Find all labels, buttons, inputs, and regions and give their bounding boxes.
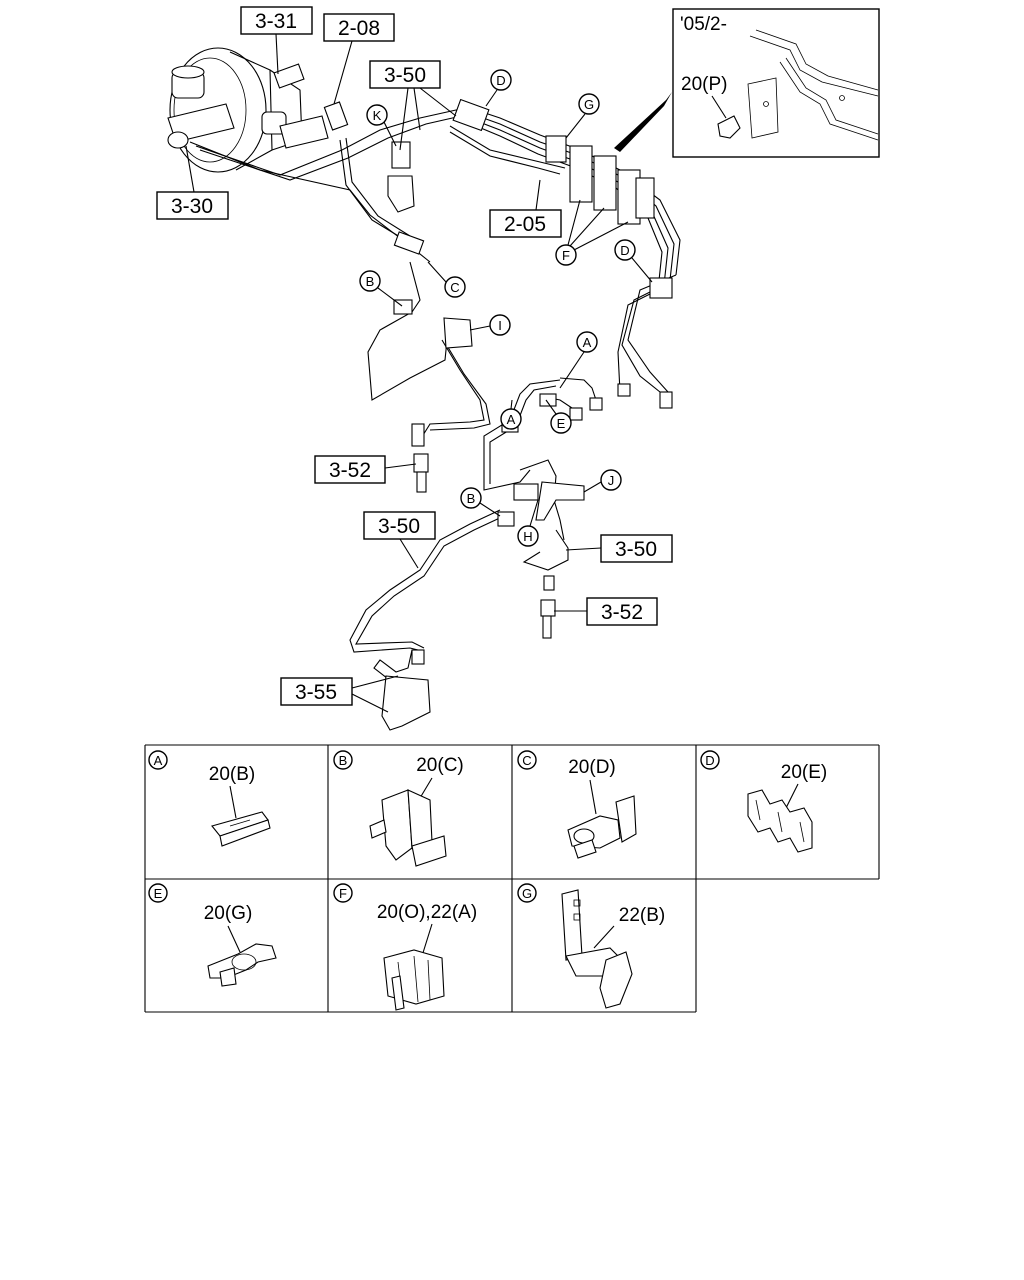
pipe-clips xyxy=(381,98,673,731)
panel-letter: B xyxy=(339,753,348,768)
ref-label-3-30: 3-30 xyxy=(156,145,229,220)
panel-letter: E xyxy=(154,886,163,901)
ref-label-3-50-mid: 3-50 xyxy=(363,511,436,569)
ref-label-text: 3-55 xyxy=(295,681,337,704)
callout-letter: H xyxy=(523,529,532,544)
callout-letter: B xyxy=(467,491,476,506)
detail-panel-b: B 20(C) xyxy=(333,750,464,867)
callout-c: C xyxy=(427,261,466,298)
callout-d-right: D xyxy=(614,239,653,283)
callout-a-right: A xyxy=(559,331,598,389)
inset-date-label: '05/2- xyxy=(680,14,727,35)
callout-f: F xyxy=(555,199,629,266)
ref-label-2-08: 2-08 xyxy=(323,13,395,105)
panel-part-label: 20(D) xyxy=(568,757,616,778)
detail-table xyxy=(144,744,880,1013)
ref-label-text: 3-52 xyxy=(329,459,371,482)
panel-letter: C xyxy=(522,753,531,768)
ref-label-2-05: 2-05 xyxy=(489,179,562,238)
panel-part-label: 22(B) xyxy=(619,905,665,926)
ref-label-text: 2-05 xyxy=(504,213,546,236)
ref-label-text: 3-52 xyxy=(601,601,643,624)
callout-letter: D xyxy=(620,243,629,258)
callout-letter: J xyxy=(608,473,615,488)
ref-label-3-50-top: 3-50 xyxy=(369,60,457,151)
ref-label-3-52-bottom: 3-52 xyxy=(554,597,658,626)
inset-panel: '05/2- 20(P) xyxy=(614,8,880,158)
callout-letter: G xyxy=(584,97,594,112)
brake-pipes xyxy=(189,107,681,701)
ref-label-3-31: 3-31 xyxy=(240,6,313,75)
panel-part-label: 20(E) xyxy=(781,762,827,783)
ref-label-text: 2-08 xyxy=(338,17,380,40)
callout-g: G xyxy=(565,93,600,139)
callout-a-left: A xyxy=(500,399,522,430)
panel-part-label: 20(G) xyxy=(204,903,253,924)
panel-letter: D xyxy=(705,753,714,768)
detail-panel-f: F 20(O),22(A) xyxy=(333,883,477,1011)
detail-panel-d: D 20(E) xyxy=(700,750,827,853)
callout-e: E xyxy=(545,399,572,434)
callout-letter: D xyxy=(496,73,505,88)
callout-letter: C xyxy=(450,280,459,295)
callout-b-mid: B xyxy=(460,487,501,517)
panel-letter: A xyxy=(154,753,163,768)
panel-letter: G xyxy=(522,886,532,901)
detail-panel-a: A 20(B) xyxy=(148,750,271,847)
ref-label-text: 3-31 xyxy=(255,10,297,33)
ref-label-3-55: 3-55 xyxy=(280,675,399,713)
callout-k: K xyxy=(366,104,397,147)
panel-part-label: 20(B) xyxy=(209,764,255,785)
callout-letter: A xyxy=(507,412,516,427)
callout-letter: E xyxy=(557,416,566,431)
callout-b-left: B xyxy=(359,270,403,307)
callout-letter: B xyxy=(366,274,375,289)
callout-letter: F xyxy=(562,248,570,263)
ref-label-text: 3-30 xyxy=(171,195,213,218)
detail-panel-g: G 22(B) xyxy=(517,883,665,1009)
callout-h: H xyxy=(517,499,539,547)
callout-j: J xyxy=(583,469,622,493)
ref-label-text: 3-50 xyxy=(615,538,657,561)
callout-letter: I xyxy=(498,318,502,333)
inset-pointer xyxy=(614,92,672,152)
ref-label-3-52-left: 3-52 xyxy=(314,455,417,484)
ref-label-text: 3-50 xyxy=(378,515,420,538)
callout-d-top: D xyxy=(485,69,512,107)
master-cylinder xyxy=(167,63,349,149)
brake-hoses xyxy=(411,383,673,665)
callout-letter: K xyxy=(373,108,382,123)
callout-i: I xyxy=(469,314,511,336)
ref-label-text: 3-50 xyxy=(384,64,426,87)
panel-letter: F xyxy=(339,886,347,901)
panel-part-label: 20(O),22(A) xyxy=(377,902,477,923)
inset-part-label: 20(P) xyxy=(681,74,727,95)
panel-part-label: 20(C) xyxy=(416,755,464,776)
callout-letter: A xyxy=(583,335,592,350)
detail-panel-c: C 20(D) xyxy=(517,750,637,859)
ref-label-3-50-right: 3-50 xyxy=(565,534,673,563)
detail-panel-e: E 20(G) xyxy=(148,883,277,987)
